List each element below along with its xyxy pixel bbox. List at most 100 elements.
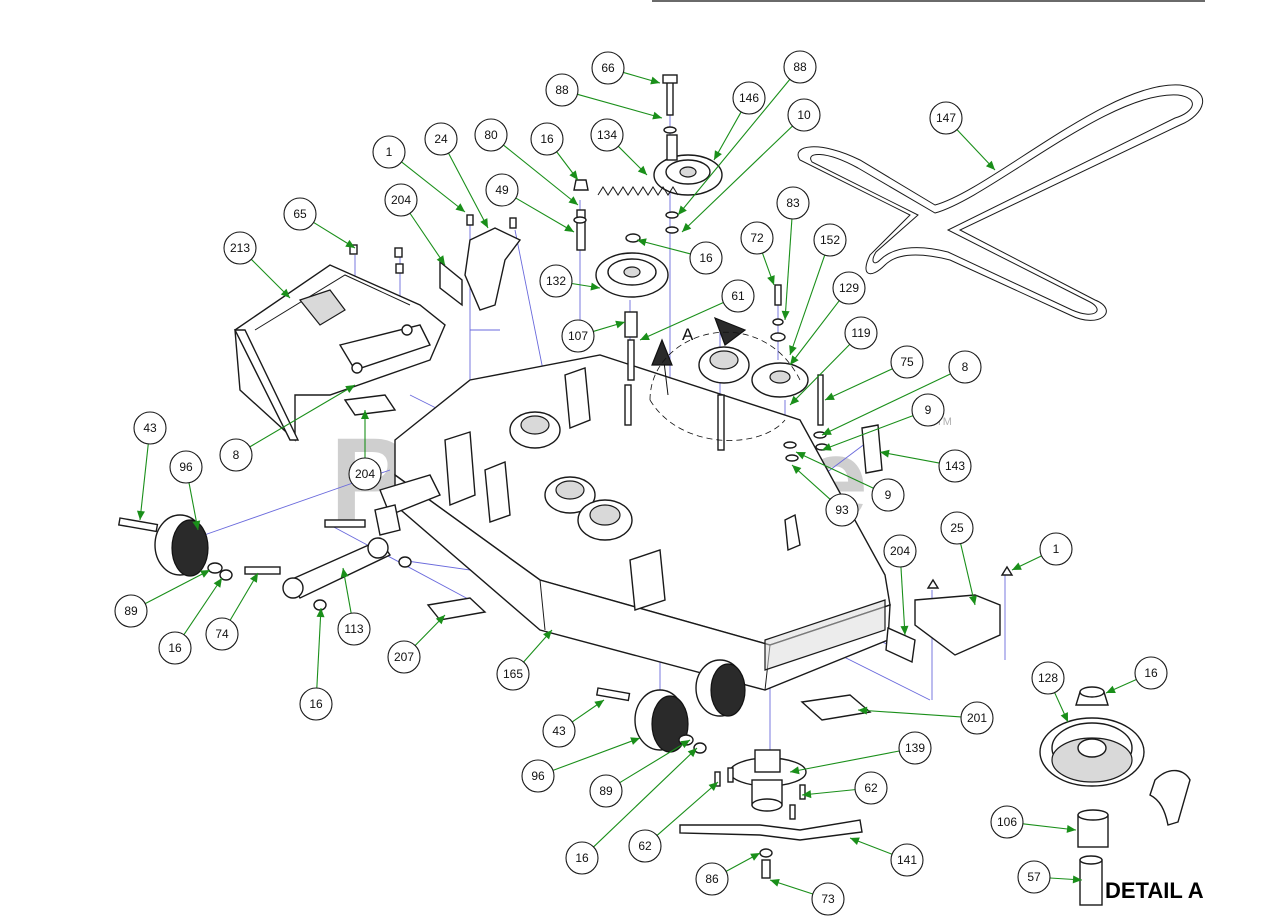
callout-circle: [205, 617, 239, 651]
leader-line: [229, 572, 259, 621]
callout-number: 204: [890, 544, 910, 558]
callout-number: 96: [531, 769, 545, 783]
callout-circle: [732, 81, 766, 115]
leader-arrowhead: [1012, 562, 1022, 570]
leader-line: [250, 258, 291, 299]
callout-number: 119: [851, 326, 870, 340]
callout-number: 16: [1144, 666, 1158, 680]
callout-circle: [721, 279, 755, 313]
callout-74: 74: [205, 572, 259, 651]
leader-arrowhead: [637, 165, 647, 175]
callout-circle: [545, 73, 579, 107]
leader-line: [821, 415, 914, 451]
leader-arrowhead: [280, 288, 290, 298]
callout-9a: 9: [821, 393, 945, 451]
callout-number: 207: [394, 650, 414, 664]
callout-number: 204: [355, 467, 375, 481]
callout-9b: 9: [795, 451, 905, 512]
detail-a: [1039, 686, 1191, 906]
callout-number: 83: [786, 196, 800, 210]
deck-pulleys: [509, 346, 750, 541]
leader-arrowhead: [796, 452, 806, 460]
callout-16c: 16: [158, 577, 223, 665]
belt-shields: [464, 227, 1001, 656]
callout-66: 66: [591, 51, 661, 85]
callout-circle: [911, 393, 945, 427]
leader-arrowhead: [637, 238, 647, 247]
leader-line: [249, 384, 356, 448]
callout-204b: 204: [348, 410, 382, 491]
callout-8b: 8: [219, 384, 356, 472]
callout-circle: [783, 50, 817, 84]
rotation-arrow: [649, 316, 801, 441]
callout-129: 129: [789, 271, 866, 366]
spindle-assembly: [679, 749, 863, 879]
leader-arrowhead: [781, 310, 790, 320]
callout-circle: [890, 843, 924, 877]
leader-line: [503, 144, 579, 206]
leader-line: [784, 218, 793, 321]
callout-107: 107: [561, 319, 626, 353]
callout-circle: [844, 316, 878, 350]
callout-number: 132: [546, 274, 566, 288]
callout-207: 207: [387, 614, 446, 674]
callout-16e: 16: [1105, 656, 1168, 694]
callout-number: 16: [168, 641, 182, 655]
callout-128: 128: [1031, 661, 1069, 723]
leader-arrowhead: [790, 766, 800, 775]
leader-arrowhead: [900, 625, 909, 635]
leader-line: [619, 739, 691, 784]
leader-arrowhead: [802, 790, 812, 799]
callout-number: 16: [699, 251, 713, 265]
callout-86: 86: [695, 852, 761, 896]
callout-number: 10: [797, 108, 811, 122]
leader-arrowhead: [543, 630, 552, 640]
callout-number: 65: [293, 207, 307, 221]
callout-circle: [348, 457, 382, 491]
leader-arrowhead: [650, 76, 660, 85]
callout-16f: 16: [565, 747, 698, 875]
leader-arrowhead: [825, 392, 835, 400]
callout-1b: 1: [1011, 532, 1073, 571]
callout-number: 86: [705, 872, 719, 886]
callout-88b: 88: [677, 50, 817, 216]
leader-arrowhead: [615, 320, 625, 329]
callout-circle: [565, 841, 599, 875]
callout-number: 88: [555, 83, 569, 97]
mower-deck: [394, 354, 891, 691]
callout-204c: 204: [883, 534, 917, 636]
leader-arrowhead: [594, 700, 604, 709]
leader-line: [636, 239, 691, 255]
callout-number: 141: [897, 853, 917, 867]
leader-arrowhead: [714, 150, 722, 160]
leader-arrowhead: [1066, 824, 1076, 833]
callout-circle: [114, 594, 148, 628]
leader-line: [857, 709, 962, 718]
callout-number: 25: [950, 521, 964, 535]
callout-number: 134: [597, 128, 617, 142]
callout-circle: [898, 731, 932, 765]
callout-number: 89: [124, 604, 138, 618]
leader-line: [713, 111, 742, 161]
leader-arrowhead: [136, 510, 145, 520]
callout-number: 49: [495, 183, 509, 197]
callout-number: 146: [739, 91, 759, 105]
leader-arrowhead: [750, 853, 760, 861]
leader-line: [795, 451, 874, 489]
callout-61: 61: [639, 279, 755, 341]
callout-number: 57: [1027, 870, 1041, 884]
callout-circle: [424, 122, 458, 156]
leader-line: [681, 125, 793, 233]
callout-circle: [871, 478, 905, 512]
callout-number: 96: [179, 460, 193, 474]
leader-line: [789, 300, 840, 366]
callout-circle: [740, 221, 774, 255]
leader-arrowhead: [455, 203, 465, 212]
leader-arrowhead: [568, 196, 578, 205]
callout-circle: [628, 829, 662, 863]
callout-circle: [590, 118, 624, 152]
leader-line: [824, 368, 893, 401]
leader-arrowhead: [790, 355, 799, 365]
callout-circle: [1017, 860, 1051, 894]
leader-line: [677, 78, 791, 216]
